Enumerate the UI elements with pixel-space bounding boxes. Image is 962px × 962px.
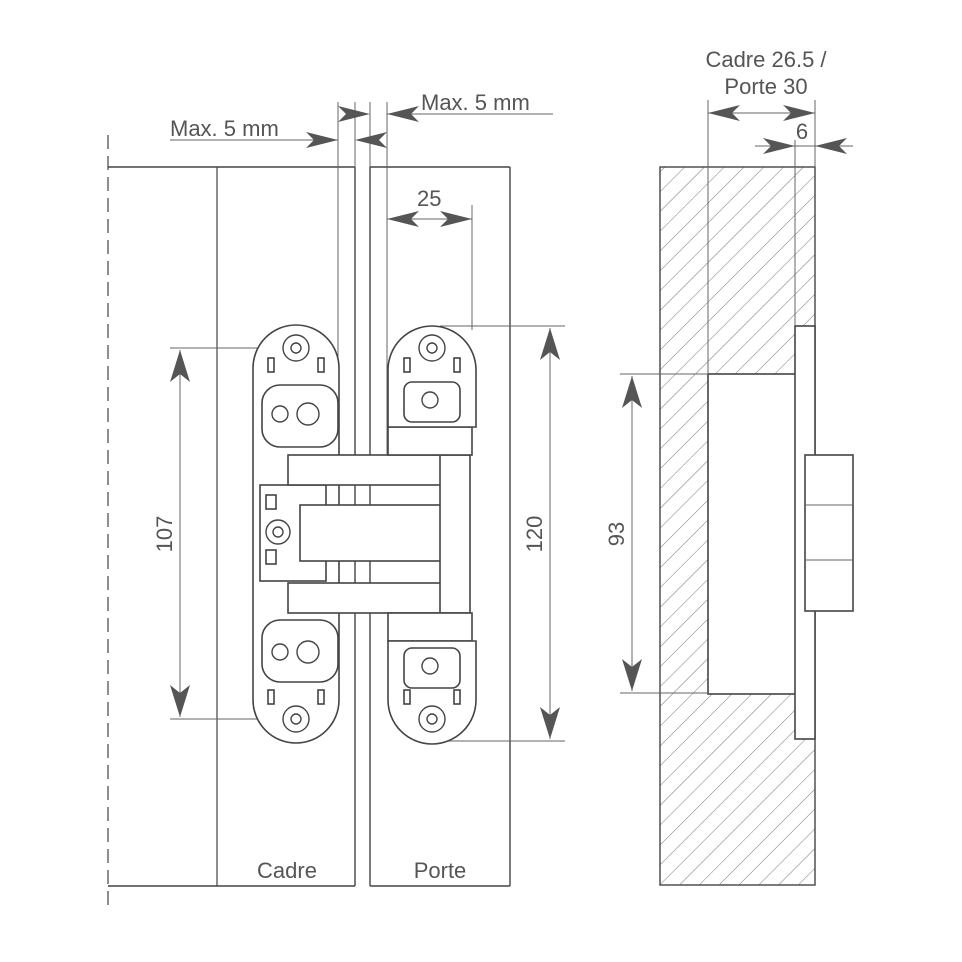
porte-label: Porte	[414, 858, 467, 883]
dim-6-label: 6	[796, 119, 808, 144]
dim-93-label: 93	[604, 522, 629, 546]
cadre-label: Cadre	[257, 858, 317, 883]
max-right-label: Max. 5 mm	[421, 90, 530, 115]
dim-120-label: 120	[522, 516, 547, 553]
hinge-cavity	[707, 373, 799, 695]
front-view: Max. 5 mm Max. 5 mm 25 107 120 Cadre Por…	[107, 90, 565, 912]
section-view: Cadre 26.5 / Porte 30 6 93	[604, 47, 854, 886]
hinge-arms	[287, 426, 473, 642]
cadre-porte-label-line1: Cadre 26.5 /	[705, 47, 827, 72]
cadre-porte-label-line2: Porte 30	[724, 74, 807, 99]
hinge-frame-plate	[252, 324, 340, 744]
dim-25-label: 25	[417, 186, 441, 211]
dim-107-label: 107	[152, 516, 177, 553]
hinge-door-plate	[387, 325, 477, 745]
max-left-label: Max. 5 mm	[170, 116, 279, 141]
